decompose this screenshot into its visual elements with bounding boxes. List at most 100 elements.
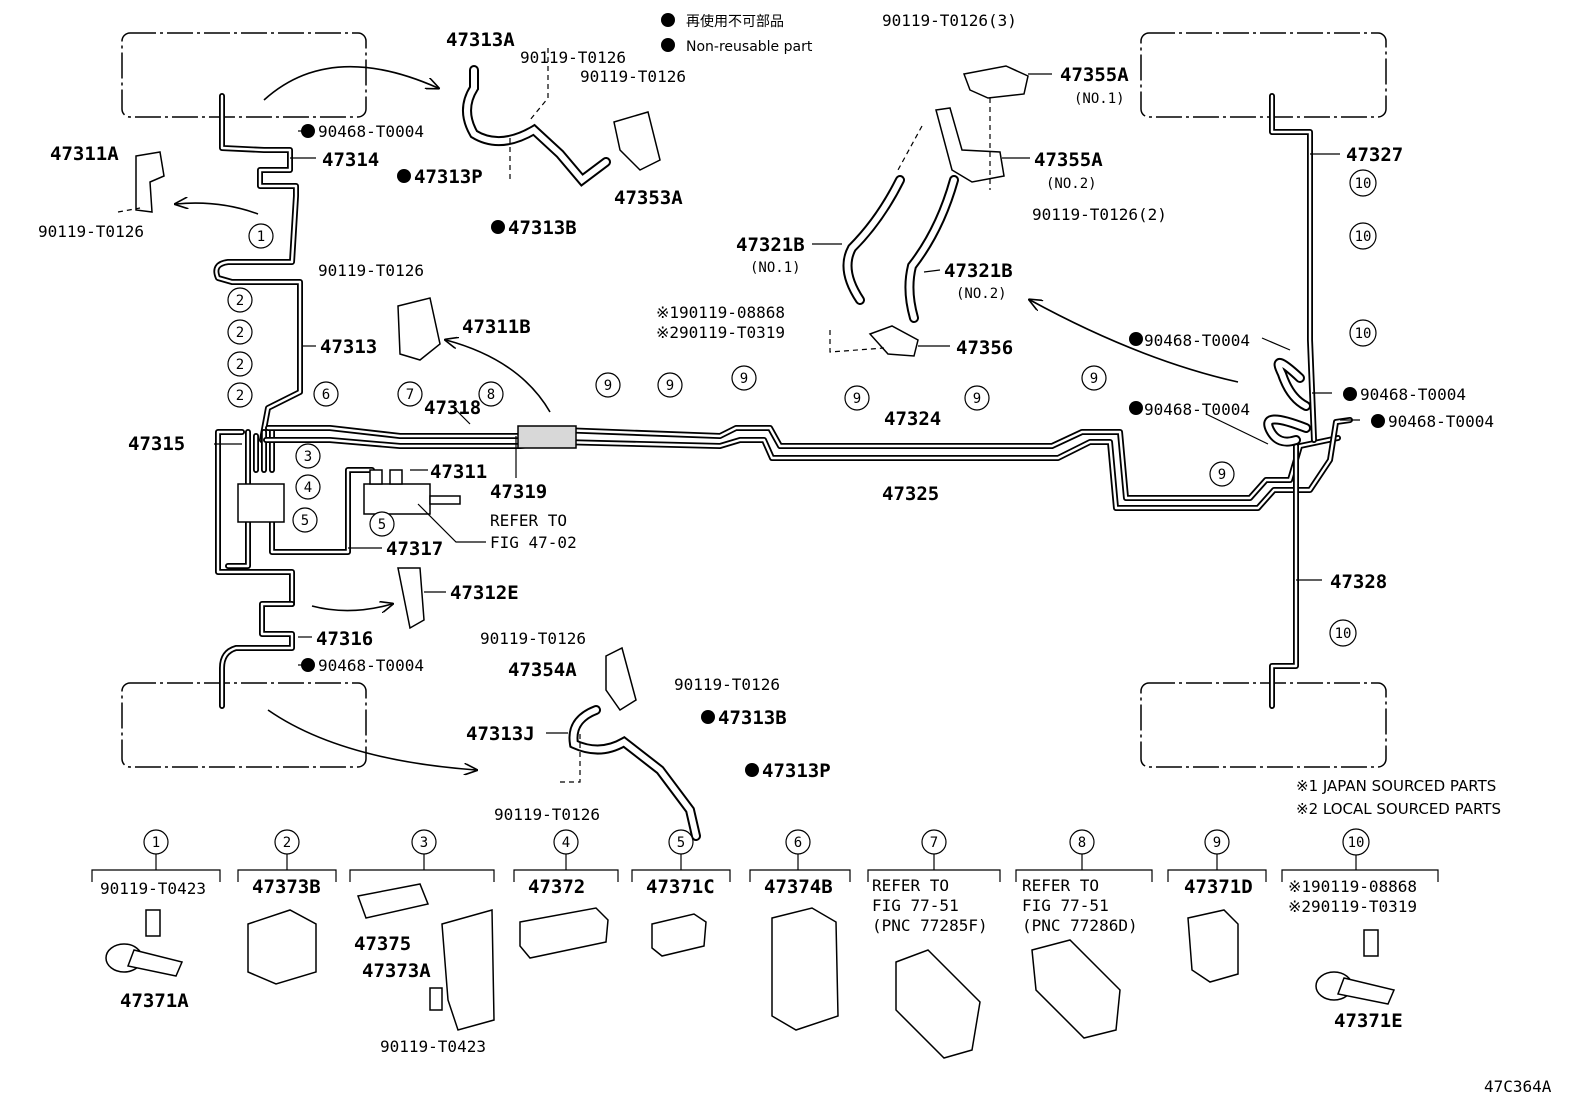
svg-text:47371D: 47371D (1184, 876, 1253, 898)
svg-text:REFER TO: REFER TO (1022, 876, 1099, 895)
bracket-47312E (397, 567, 425, 630)
svg-text:2: 2 (283, 835, 291, 851)
svg-text:9: 9 (973, 391, 981, 407)
label-47321B-2: 47321B (944, 260, 1013, 282)
svg-text:6: 6 (794, 835, 802, 851)
key-1: 1 90119-T0423 47371A (91, 829, 221, 1012)
label-bolt-311B: 90119-T0126 (318, 261, 424, 280)
label-47327: 47327 (1346, 144, 1403, 166)
svg-text:再使用不可部品: 再使用不可部品 (686, 13, 784, 30)
line-47315 (215, 425, 375, 607)
label-refer-1: REFER TO (490, 511, 567, 530)
label-47311: 47311 (430, 461, 487, 483)
line-47328 (1269, 443, 1299, 709)
svg-text:2: 2 (236, 293, 244, 309)
svg-text:1: 1 (257, 229, 265, 245)
label-47313J: 47313J (466, 723, 535, 745)
svg-text:10: 10 (1355, 229, 1372, 245)
svg-text:2: 2 (236, 388, 244, 404)
svg-text:8: 8 (1078, 835, 1086, 851)
label-47313P-b: 47313P (762, 760, 831, 782)
arrow-to-47356 (1030, 300, 1239, 383)
svg-text:4: 4 (562, 835, 570, 851)
svg-text:10: 10 (1355, 176, 1372, 192)
diagram-code: 47C364A (1484, 1077, 1552, 1096)
label-47313B-a: 47313B (508, 217, 577, 239)
master-cylinder-47311 (363, 469, 461, 515)
svg-text:9: 9 (740, 371, 748, 387)
key-2: 2 47373B (237, 829, 337, 985)
key-9: 9 47371D (1167, 829, 1267, 983)
label-bolt-355A: 90119-T0126(3) (882, 11, 1017, 30)
arrow-to-47313A (263, 65, 438, 101)
label-bolt-356-1: ※190119-08868 (656, 303, 785, 322)
svg-text:3: 3 (420, 835, 428, 851)
label-47355A-2: 47355A (1034, 149, 1103, 171)
bracket-47355A-no1 (962, 65, 1029, 99)
wheel-box-rear-left (121, 682, 367, 768)
key-10: 10 ※190119-08868 ※290119-T0319 47371E (1281, 828, 1439, 1032)
label-47354A: 47354A (508, 659, 577, 681)
arrow-to-47311B (446, 340, 551, 413)
wheel-box-rear-right (1140, 682, 1387, 768)
note-local: ※2 LOCAL SOURCED PARTS (1296, 800, 1501, 818)
label-47312E: 47312E (450, 582, 519, 604)
label-47314: 47314 (322, 149, 379, 171)
svg-text:(PNC 77286D): (PNC 77286D) (1022, 916, 1138, 935)
label-47311B: 47311B (462, 316, 531, 338)
label-bolt-1: 90119-T0126 (520, 48, 626, 67)
svg-text:5: 5 (677, 835, 685, 851)
arrow-to-47311A (176, 203, 259, 215)
label-47318: 47318 (424, 397, 481, 419)
svg-text:2: 2 (236, 357, 244, 373)
wheel-box-front-left (121, 32, 367, 118)
svg-text:2: 2 (236, 325, 244, 341)
label-bolt-2: 90119-T0126 (580, 67, 686, 86)
svg-text:47371E: 47371E (1334, 1010, 1403, 1032)
label-bolt-312E: 90119-T0126 (480, 629, 586, 648)
label-bolt-354A: 90119-T0126 (674, 675, 780, 694)
key-7: 7 REFER TO FIG 77-51 (PNC 77285F) (867, 829, 1001, 1059)
line-47313-47314 (213, 93, 303, 443)
label-bolt-313J: 90119-T0126 (494, 805, 600, 824)
key-8: 8 REFER TO FIG 77-51 (PNC 77286D) (1015, 829, 1153, 1039)
svg-text:9: 9 (666, 378, 674, 394)
label-90468-tl: 90468-T0004 (318, 122, 424, 141)
hose-47313J (568, 705, 701, 841)
label-47316: 47316 (316, 628, 373, 650)
bracket-47355A-no2 (935, 107, 1005, 183)
label-47313A: 47313A (446, 29, 515, 51)
label-47321B-1-sub: (NO.1) (750, 260, 801, 276)
svg-text:5: 5 (378, 517, 386, 533)
hose-47321B-no2 (904, 175, 959, 323)
label-90468-r4: 90468-T0004 (1388, 412, 1494, 431)
svg-text:Non-reusable part: Non-reusable part (686, 39, 813, 55)
wheel-box-front-right (1140, 32, 1387, 118)
svg-text:(PNC 77285F): (PNC 77285F) (872, 916, 988, 935)
svg-text:9: 9 (1213, 835, 1221, 851)
label-47355A-2-sub: (NO.2) (1046, 176, 1097, 192)
line-47327 (1269, 93, 1317, 443)
label-47356: 47356 (956, 337, 1013, 359)
line-47316 (219, 601, 295, 709)
junction-block (237, 483, 285, 523)
bracket-47311A (135, 151, 165, 213)
label-47319: 47319 (490, 481, 547, 503)
label-47353A: 47353A (614, 187, 683, 209)
key-4: 4 47372 (513, 829, 619, 959)
label-refer-2: FIG 47-02 (490, 533, 577, 552)
bracket-47311B (397, 297, 441, 361)
label-47313: 47313 (320, 336, 377, 358)
svg-text:10: 10 (1335, 626, 1352, 642)
svg-text:6: 6 (322, 387, 330, 403)
hose-47313A (462, 65, 611, 187)
label-47324: 47324 (884, 408, 941, 430)
svg-text:9: 9 (1090, 371, 1098, 387)
key-row: 1 90119-T0423 47371A 2 47373B 3 47375 47… (91, 828, 1439, 1059)
label-47355A-1-sub: (NO.1) (1074, 91, 1125, 107)
arrow-to-47312E (311, 604, 392, 611)
label-47355A-1: 47355A (1060, 64, 1129, 86)
svg-text:7: 7 (406, 387, 414, 403)
label-47317: 47317 (386, 538, 443, 560)
